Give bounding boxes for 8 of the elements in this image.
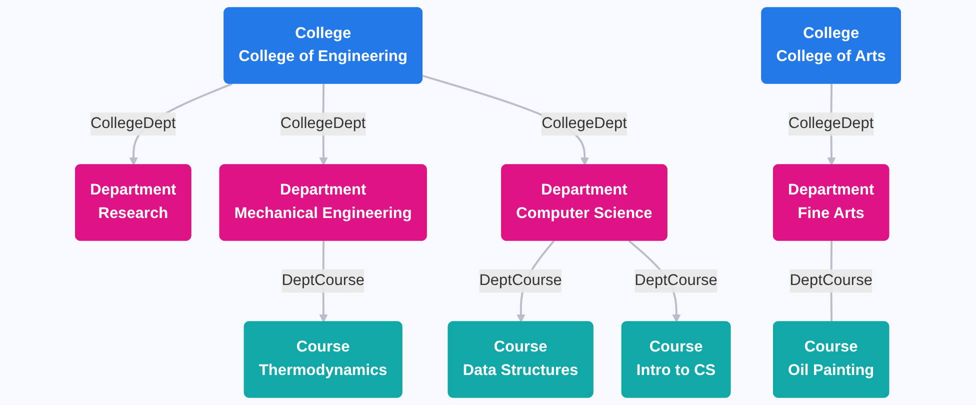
edge-label: CollegeDept xyxy=(542,115,627,132)
edge-label: DeptCourse xyxy=(634,272,718,289)
edge-label: DeptCourse xyxy=(282,272,364,289)
edge-label: DeptCourse xyxy=(790,272,872,289)
edge-label: CollegeDept xyxy=(90,115,176,132)
edge-label: CollegeDept xyxy=(788,115,874,132)
edge-label: DeptCourse xyxy=(479,272,562,289)
edge-label: CollegeDept xyxy=(280,115,366,132)
